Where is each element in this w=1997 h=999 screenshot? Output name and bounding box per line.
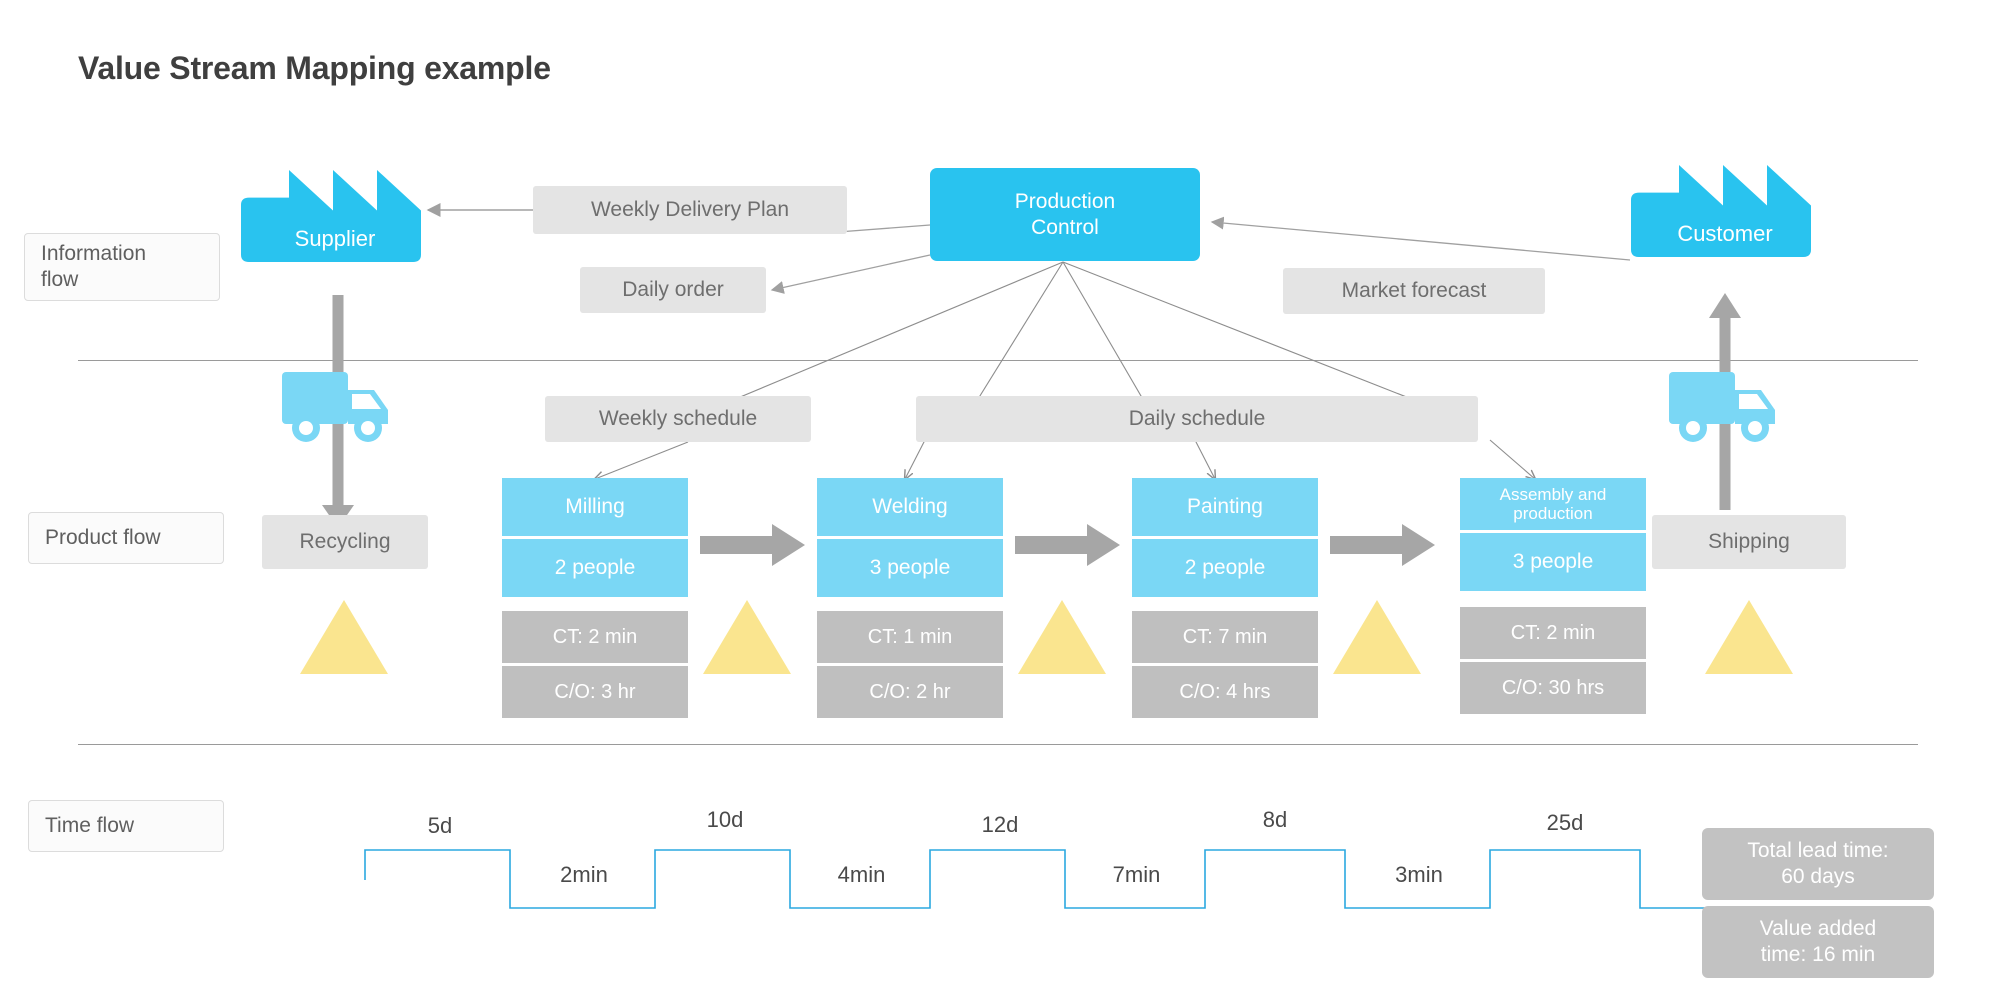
process-name-label: Painting: [1132, 478, 1318, 536]
shipping-box[interactable]: Shipping: [1652, 515, 1846, 569]
time-process-label: 7min: [1112, 862, 1161, 887]
time-ladder-line: [364, 849, 1800, 909]
time-process-label: 4min: [837, 862, 886, 887]
lane-label-product-flow: Product flow: [28, 512, 224, 564]
process-people-label: 2 people: [1132, 539, 1318, 597]
process-assembly-and-production[interactable]: Assembly and production 3 people CT: 2 m…: [1460, 478, 1646, 714]
value-added-time-box[interactable]: Value added time: 16 min: [1702, 906, 1934, 978]
process-painting[interactable]: Painting 2 people CT: 7 min C/O: 4 hrs: [1132, 478, 1318, 718]
truck-icon: [1669, 372, 1775, 442]
daily-schedule-box[interactable]: Daily schedule: [916, 396, 1478, 442]
customer-label: Customer: [1677, 221, 1773, 246]
inventory-triangle-icon: [1333, 600, 1421, 674]
process-name-label: Assembly and production: [1460, 478, 1646, 530]
time-process-label: 3min: [1395, 862, 1443, 887]
process-welding[interactable]: Welding 3 people CT: 1 min C/O: 2 hr: [817, 478, 1003, 718]
process-people-label: 3 people: [817, 539, 1003, 597]
divider-product-time: [78, 744, 1918, 745]
weekly-schedule-box[interactable]: Weekly schedule: [545, 396, 811, 442]
lane-label-time-flow-text: Time flow: [45, 813, 135, 837]
supplier-node[interactable]: Supplier: [235, 168, 435, 278]
recycling-label: Recycling: [299, 530, 391, 553]
factory-icon: [241, 170, 421, 262]
process-co-label: C/O: 3 hr: [502, 666, 688, 718]
inbound-truck-node[interactable]: [282, 366, 404, 456]
time-wait-label: 25d: [1546, 810, 1584, 835]
value-added-line1: Value added: [1759, 916, 1877, 940]
lane-label-time-flow: Time flow: [28, 800, 224, 852]
value-added-line2: time: 16 min: [1760, 943, 1876, 966]
time-process-label: 2min: [560, 862, 608, 887]
process-ct-label: CT: 2 min: [1460, 607, 1646, 659]
factory-icon: [1631, 165, 1811, 257]
daily-schedule-label: Daily schedule: [1128, 407, 1266, 430]
divider-information-product: [78, 360, 1918, 361]
weekly-delivery-plan-label: Weekly Delivery Plan: [590, 198, 789, 221]
total-lead-time-box[interactable]: Total lead time: 60 days: [1702, 828, 1934, 900]
time-wait-label: 5d: [427, 813, 453, 838]
total-lead-time-line2: 60 days: [1781, 865, 1855, 888]
inventory-triangle-icon: [1705, 600, 1793, 674]
process-people-label: 2 people: [502, 539, 688, 597]
market-forecast-box[interactable]: Market forecast: [1283, 268, 1545, 314]
lane-label-product-flow-text: Product flow: [45, 525, 161, 549]
process-people-label: 3 people: [1460, 533, 1646, 591]
shipping-label: Shipping: [1708, 530, 1790, 553]
time-wait-label: 12d: [981, 812, 1019, 837]
market-forecast-label: Market forecast: [1341, 279, 1487, 302]
weekly-schedule-label: Weekly schedule: [598, 407, 758, 430]
process-name-label: Welding: [817, 478, 1003, 536]
value-added-time-label: Value added time: 16 min: [1760, 916, 1876, 969]
inventory-triangle-icon: [1018, 600, 1106, 674]
supplier-label: Supplier: [294, 226, 376, 251]
time-wait-label: 10d: [706, 807, 744, 832]
time-wait-label: 8d: [1262, 807, 1288, 832]
daily-order-label: Daily order: [622, 278, 724, 301]
process-co-label: C/O: 2 hr: [817, 666, 1003, 718]
inventory-triangle-icon: [703, 600, 791, 674]
weekly-delivery-plan-box[interactable]: Weekly Delivery Plan: [533, 186, 847, 234]
process-ct-label: CT: 2 min: [502, 611, 688, 663]
process-name-label: Milling: [502, 478, 688, 536]
customer-node[interactable]: Customer: [1625, 163, 1825, 273]
recycling-box[interactable]: Recycling: [262, 515, 428, 569]
truck-icon: [282, 372, 388, 442]
process-ct-label: CT: 1 min: [817, 611, 1003, 663]
process-milling[interactable]: Milling 2 people CT: 2 min C/O: 3 hr: [502, 478, 688, 718]
process-co-label: C/O: 30 hrs: [1460, 662, 1646, 714]
daily-order-box[interactable]: Daily order: [580, 267, 766, 313]
outbound-truck-node[interactable]: [1669, 366, 1791, 456]
process-ct-label: CT: 7 min: [1132, 611, 1318, 663]
inventory-triangle-icon: [300, 600, 388, 674]
total-lead-time-label: Total lead time: 60 days: [1747, 838, 1888, 891]
process-co-label: C/O: 4 hrs: [1132, 666, 1318, 718]
page-title: Value Stream Mapping example: [78, 50, 551, 86]
total-lead-time-line1: Total lead time:: [1747, 838, 1889, 862]
